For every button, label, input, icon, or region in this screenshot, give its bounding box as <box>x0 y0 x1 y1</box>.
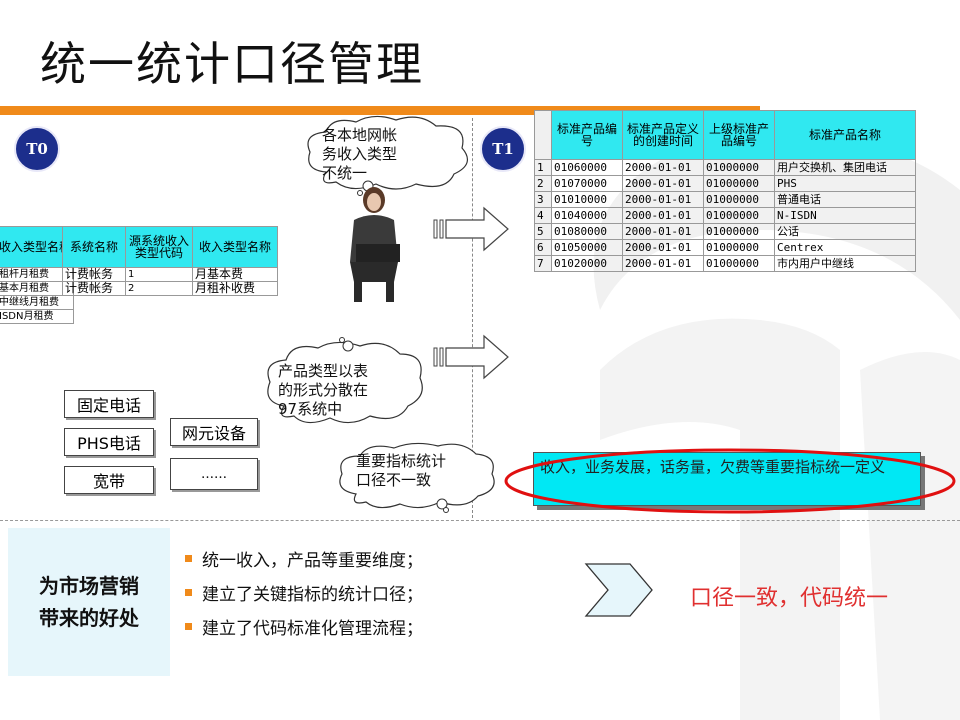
page-title: 统一统计口径管理 <box>40 37 424 91</box>
table-header: 标准产品编号 <box>551 110 623 160</box>
t0-income-type-table-left: 收入类型名称 租杆月租费 基本月租费 中继线月租费 ISDN月租费 <box>0 226 75 324</box>
table-header: 系统名称 <box>62 226 126 268</box>
table-header: 标准产品定义的创建时间 <box>622 110 704 160</box>
bullet-item: 建立了关键指标的统计口径； <box>185 580 423 605</box>
table-header: 标准产品名称 <box>774 110 916 160</box>
bullet-square-icon <box>185 555 192 562</box>
person-laptop-illustration <box>350 187 400 302</box>
tag-ellipsis: …… <box>170 458 258 490</box>
bullet-item: 建立了代码标准化管理流程； <box>185 614 423 639</box>
bullet-square-icon <box>185 623 192 630</box>
bullet-square-icon <box>185 589 192 596</box>
arrow-right-middle <box>433 334 509 380</box>
chevron-arrow-icon <box>584 563 653 617</box>
t0-badge: T0 <box>14 126 60 172</box>
benefit-box: 为市场营销带来的好处 <box>8 528 170 676</box>
table-cell: 中继线月租费 <box>0 295 75 310</box>
table-header: 上级标准产品编号 <box>703 110 775 160</box>
tag-fixed-phone: 固定电话 <box>64 390 154 418</box>
table-header: 收入类型名称 <box>192 226 278 268</box>
arrow-right-top <box>433 206 509 252</box>
table-row: 计费帐务 2 月租补收费 <box>62 281 278 296</box>
cloud-text-bottom: 重要指标统计口径不一致 <box>356 452 447 489</box>
table-row: 计费帐务 1 月基本费 <box>62 267 278 282</box>
table-cell: ISDN月租费 <box>0 309 75 324</box>
t1-badge: T1 <box>480 126 526 172</box>
cloud-text-top: 各本地网帐务收入类型不统一 <box>322 126 398 182</box>
bullet-item: 统一收入，产品等重要维度； <box>185 546 423 571</box>
cloud-shape-middle <box>267 337 423 424</box>
tag-broadband: 宽带 <box>64 466 154 494</box>
metric-definition-box: 收入，业务发展，话务量，欠费等重要指标统一定义 <box>533 452 921 506</box>
divider-vertical <box>472 118 473 518</box>
table-header: 收入类型名称 <box>0 226 75 268</box>
cloud-shape-bottom <box>339 442 495 513</box>
divider-horizontal <box>0 520 960 521</box>
slogan-text: 口径一致，代码统一 <box>690 586 889 611</box>
cloud-shape-top <box>307 115 469 196</box>
t0-source-system-table: 系统名称 源系统收入类型代码 收入类型名称 计费帐务 1 月基本费 计费帐务 2… <box>62 226 278 296</box>
tag-phs-phone: PHS电话 <box>64 428 154 456</box>
benefit-title: 为市场营销带来的好处 <box>39 574 139 630</box>
highlight-ellipse <box>504 448 956 514</box>
title-underline-bar <box>0 106 760 115</box>
table-header <box>534 110 552 160</box>
tag-network-element: 网元设备 <box>170 418 258 446</box>
table-header: 源系统收入类型代码 <box>125 226 193 268</box>
